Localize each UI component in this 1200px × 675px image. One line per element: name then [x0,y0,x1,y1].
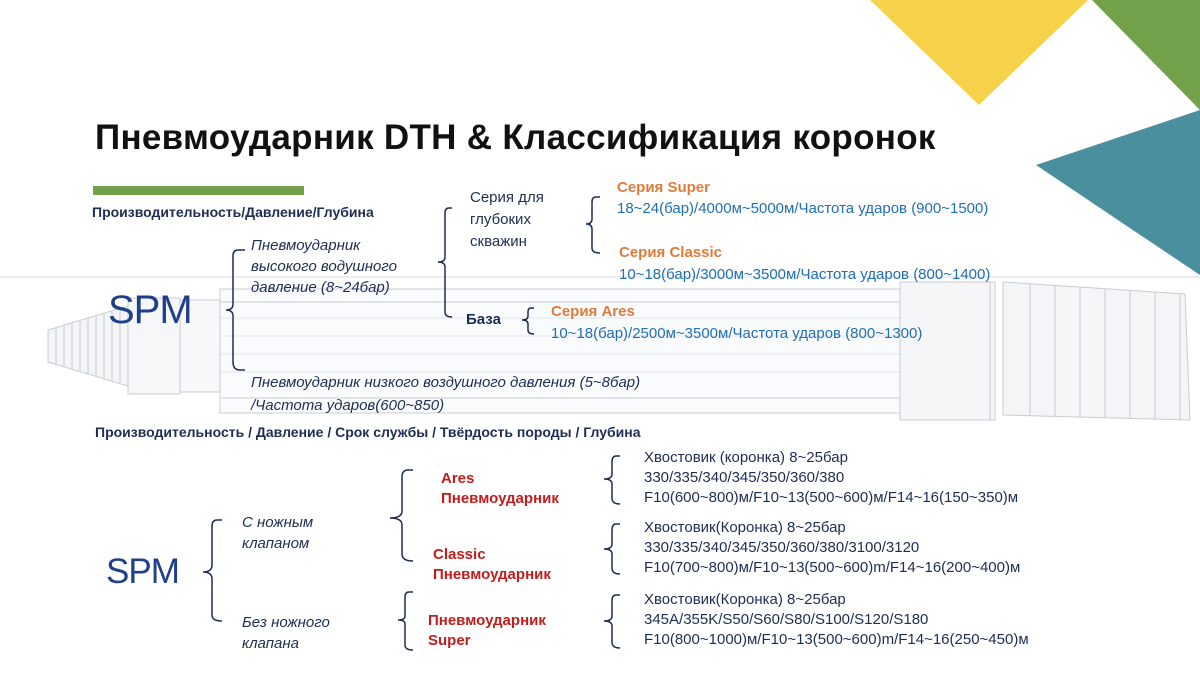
classic-specs: Хвостовик(Коронка) 8~25бар 330/335/340/3… [644,519,1021,576]
with-valve-label: С ножным клапаном [242,514,314,552]
page-title: Пневмоударник DTH & Классификация короно… [95,118,936,157]
without-valve-label: Без ножного клапана [242,614,330,652]
super-series-name: Серия Super [617,179,710,196]
classic-series-spec: 10~18(бар)/3000м~3500м/Частота ударов (8… [619,266,991,283]
deep-series-label: Серия для глубоких скважин [470,189,544,250]
classic-hammer-label: Classic Пневмоударник [433,546,551,583]
low-pressure-label: Пневмоударник низкого воздушного давлени… [251,374,641,414]
ares-hammer-label: Ares Пневмоударник [441,470,559,507]
section2-brackets [202,455,621,651]
section2-header: Производительность / Давление / Срок слу… [95,424,641,440]
title-underline-bar [93,186,304,195]
ares-series-name: Серия Ares [551,303,635,320]
dth-hammer-illustration [47,281,1191,421]
teal-triangle-decoration [1036,110,1200,275]
section1-brand: SPM [108,288,193,332]
section2-brand: SPM [106,552,180,591]
ares-specs: Хвостовик (коронка) 8~25бар 330/335/340/… [644,449,1019,506]
high-pressure-label: Пневмоударник высокого водушного давлени… [251,237,397,296]
super-series-spec: 18~24(бар)/4000м~5000м/Частота ударов (9… [617,200,989,217]
base-label: База [466,311,501,328]
super-specs: Хвостовик(Коронка) 8~25бар 345A/355K/S50… [644,591,1029,648]
green-triangle-decoration [1092,0,1200,110]
yellow-triangle-decoration [870,0,1088,105]
ares-series-spec: 10~18(бар)/2500м~3500м/Частота ударов (8… [551,325,923,342]
section1-header: Производительность/Давление/Глубина [92,204,374,220]
super-hammer-label: Пневмоударник Super [428,612,546,649]
classic-series-name: Серия Classic [619,244,723,261]
section1-brackets [225,196,601,371]
